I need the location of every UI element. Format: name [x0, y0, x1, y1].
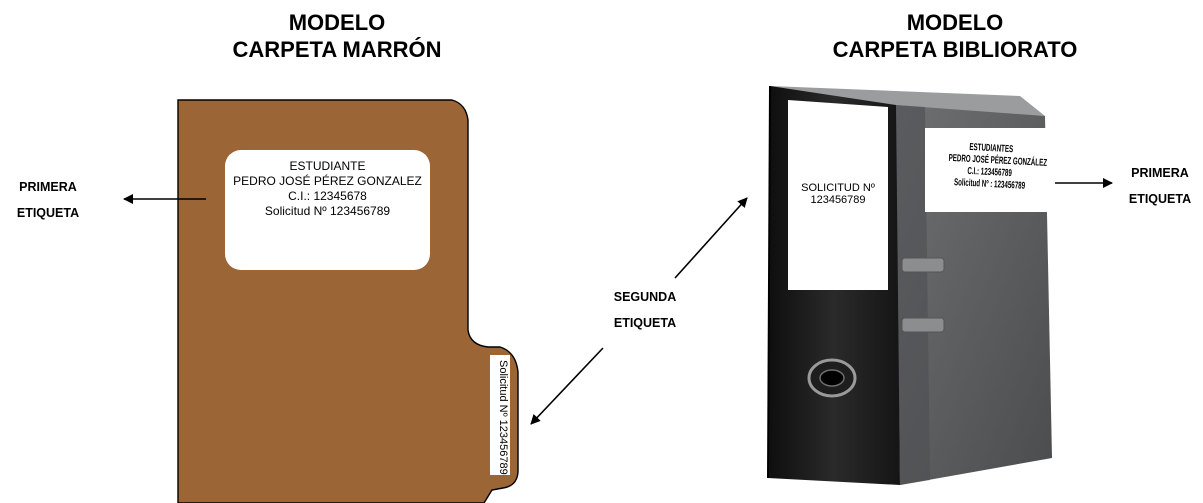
- callout-primera-left-line2: ETIQUETA: [8, 200, 88, 226]
- arrow-segunda-to-binder: [675, 198, 747, 278]
- cover-label-text: ESTUDIANTES PEDRO JOSÉ PÉREZ GONZÁLEZ C.…: [917, 139, 1063, 194]
- folder-label-line3: C.I.: 12345678: [225, 189, 430, 204]
- callout-primera-right-line1: PRIMERA: [1120, 160, 1200, 186]
- spine-label-text: SOLICITUD Nº 123456789: [788, 182, 888, 206]
- folder-label: ESTUDIANTE PEDRO JOSÉ PÉREZ GONZALEZ C.I…: [225, 150, 430, 270]
- folder-label-line2: PEDRO JOSÉ PÉREZ GONZALEZ: [225, 174, 430, 189]
- spine-label-line2: 123456789: [788, 194, 888, 206]
- folder-label-line1: ESTUDIANTE: [225, 159, 430, 174]
- callout-primera-right: PRIMERA ETIQUETA: [1120, 160, 1200, 212]
- callout-primera-left-line1: PRIMERA: [8, 174, 88, 200]
- folder-tab-text: Solicitud Nº 123456789: [497, 360, 509, 475]
- ring-clip-top: [902, 258, 944, 272]
- callout-primera-right-line2: ETIQUETA: [1120, 186, 1200, 212]
- folder-label-line4: Solicitud Nº 123456789: [225, 204, 430, 219]
- arrow-segunda-to-folder: [531, 348, 603, 424]
- spine-label-line1: SOLICITUD Nº: [788, 182, 888, 194]
- ring-clip-bottom: [902, 318, 944, 332]
- callout-segunda: SEGUNDA ETIQUETA: [600, 284, 690, 336]
- callout-primera-left: PRIMERA ETIQUETA: [8, 174, 88, 226]
- callout-segunda-line1: SEGUNDA: [600, 284, 690, 310]
- callout-segunda-line2: ETIQUETA: [600, 310, 690, 336]
